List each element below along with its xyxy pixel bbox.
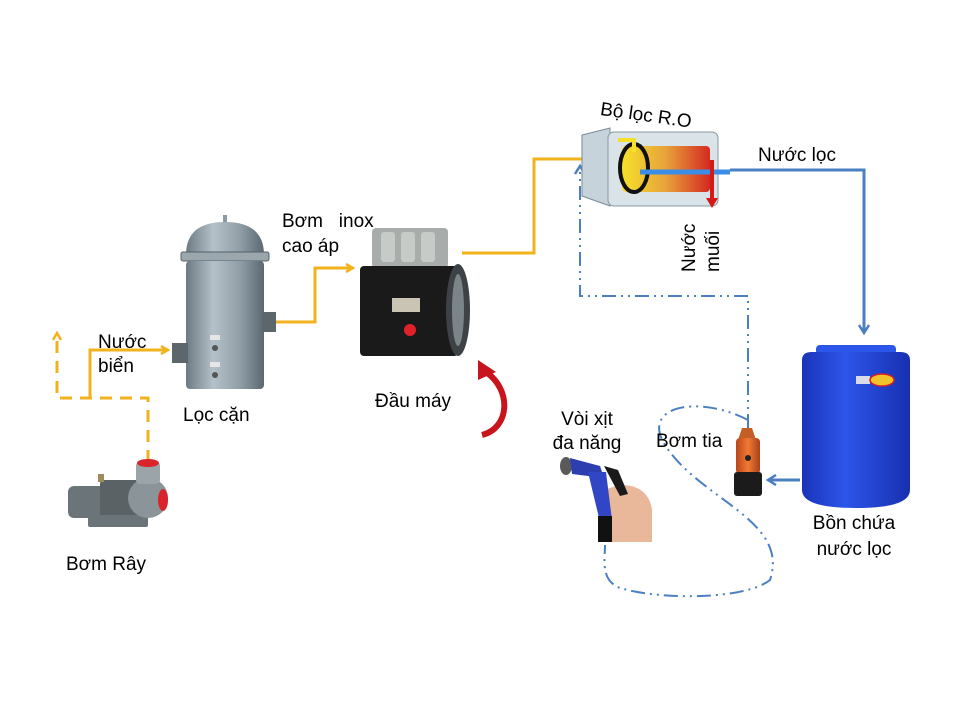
sediment-filter-icon <box>172 215 276 389</box>
sediment-filter-label: Lọc cặn <box>183 405 250 426</box>
storage-tank-icon <box>802 345 910 508</box>
brine-label-line2: muối <box>703 230 724 272</box>
storage-tank-label-line1: Bồn chứa <box>812 513 896 534</box>
high-pressure-pump-label-line1: Bơm inox <box>282 211 374 232</box>
motor-head-label: Đầu máy <box>375 391 452 412</box>
flow-sieve-pump-dashed <box>57 333 150 462</box>
spray-nozzle-icon <box>560 457 652 542</box>
jet-pump-icon <box>734 428 762 496</box>
brine-label-line1: Nước <box>679 223 700 272</box>
rotation-arrow-icon <box>478 360 508 438</box>
flow-filter-to-pump <box>272 268 353 324</box>
jet-pump-label: Bơm tia <box>656 431 723 452</box>
spray-nozzle-label-line1: Vòi xịt <box>561 409 613 430</box>
flow-seawater-to-filter <box>88 350 168 398</box>
ro-filter-icon <box>581 127 730 208</box>
sieve-pump-label: Bơm Rây <box>66 554 147 575</box>
flow-ro-to-tank <box>730 168 864 333</box>
sea-water-label-line2: biển <box>98 356 134 377</box>
storage-tank-label-line2: nước lọc <box>816 539 892 560</box>
flow-jet-pump-to-ro-return <box>580 166 749 428</box>
sea-water-label-line1: Nước <box>98 332 147 353</box>
flow-pump-to-ro <box>462 159 598 255</box>
flow-jet-pump-to-nozzle-hose <box>603 405 774 598</box>
high-pressure-pump-icon <box>360 228 470 356</box>
high-pressure-pump-label-line2: cao áp <box>282 236 340 257</box>
filtered-water-label: Nước lọc <box>758 145 836 166</box>
sieve-pump-icon <box>68 459 168 527</box>
spray-nozzle-label-line2: đa năng <box>552 433 622 454</box>
